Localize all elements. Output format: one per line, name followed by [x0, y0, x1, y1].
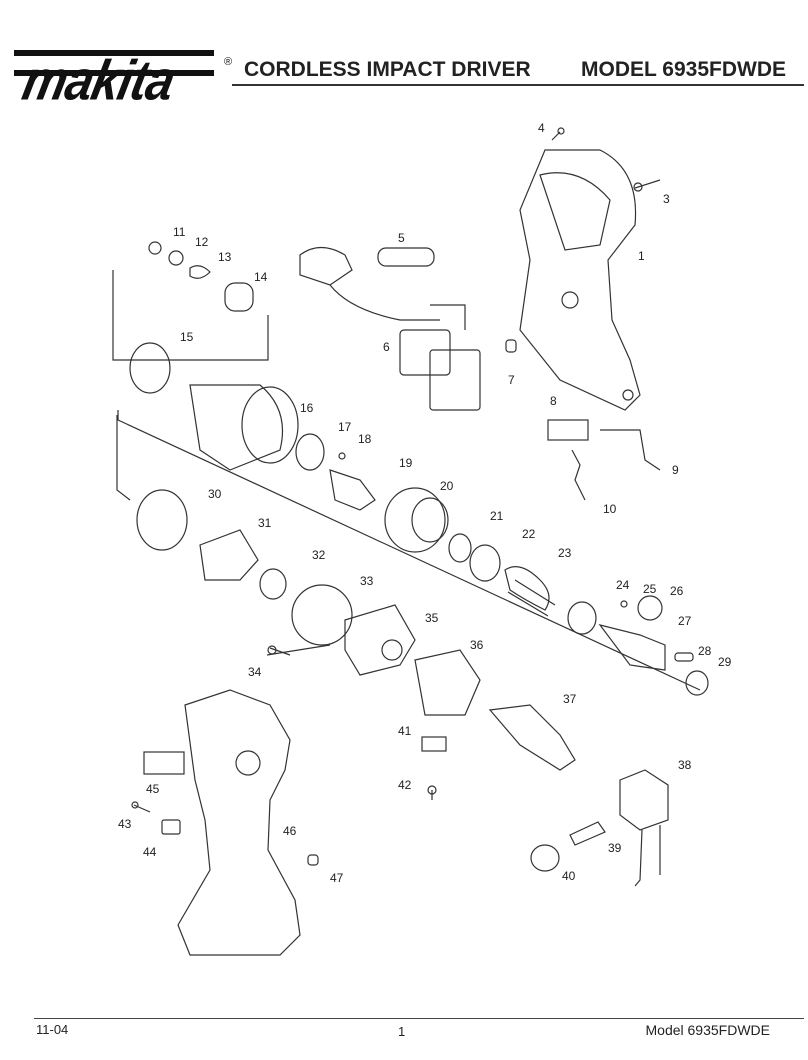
part-label-21: 21 — [490, 509, 504, 523]
part-label-29: 29 — [718, 655, 732, 669]
part-label-24: 24 — [616, 578, 630, 592]
part-label-13: 13 — [218, 250, 232, 264]
part-label-45: 45 — [146, 782, 160, 796]
part-label-34: 34 — [248, 665, 262, 679]
part-label-27: 27 — [678, 614, 692, 628]
makita-logo-mark — [14, 50, 214, 76]
part-40-shape — [530, 844, 560, 872]
part-label-14: 14 — [254, 270, 268, 284]
part-label-1: 1 — [638, 249, 645, 263]
part-label-18: 18 — [358, 432, 372, 446]
part-label-46: 46 — [283, 824, 297, 838]
part-label-10: 10 — [603, 502, 617, 516]
part-label-25: 25 — [643, 582, 657, 596]
part-label-38: 38 — [678, 758, 692, 772]
part-label-26: 26 — [670, 584, 684, 598]
part-36-shape — [414, 649, 481, 716]
part-label-19: 19 — [399, 456, 413, 470]
part-27-shape — [598, 624, 666, 671]
part-label-36: 36 — [470, 638, 484, 652]
footer-date: 11-04 — [36, 1022, 69, 1037]
part-20-shape — [384, 487, 446, 553]
registered-mark: ® — [224, 56, 233, 68]
part-label-9: 9 — [672, 463, 679, 477]
makita-logo: makita ® — [14, 28, 232, 112]
part-label-3: 3 — [663, 192, 670, 206]
part-15-shape — [129, 342, 171, 394]
part-label-8: 8 — [550, 394, 557, 408]
part-label-37: 37 — [563, 692, 577, 706]
part-label-17: 17 — [338, 420, 352, 434]
model-number: MODEL 6935FDWDE — [581, 58, 786, 81]
part-label-7: 7 — [508, 373, 515, 387]
part-30-shape — [136, 489, 188, 551]
part-label-31: 31 — [258, 516, 272, 530]
part-label-20: 20 — [440, 479, 454, 493]
housing-left-shape — [177, 689, 301, 956]
part-label-28: 28 — [698, 644, 712, 658]
part-31-shape — [199, 529, 259, 581]
part-37-shape — [488, 704, 576, 771]
part-label-35: 35 — [425, 611, 439, 625]
part-label-22: 22 — [522, 527, 536, 541]
part-label-47: 47 — [330, 871, 344, 885]
part-label-33: 33 — [360, 574, 374, 588]
footer-divider — [34, 1018, 804, 1019]
part-label-11: 11 — [173, 225, 186, 239]
part-45-shape — [143, 751, 185, 775]
part-label-12: 12 — [195, 235, 209, 249]
housing-right-shape — [519, 149, 641, 411]
footer-page-number: 1 — [398, 1024, 406, 1039]
part-label-6: 6 — [383, 340, 390, 354]
part-label-5: 5 — [398, 231, 405, 245]
part-41-shape — [421, 736, 447, 752]
part-35-shape — [344, 604, 416, 676]
part-6-shape — [399, 329, 451, 376]
header-divider — [232, 84, 804, 86]
part-label-41: 41 — [398, 724, 412, 738]
footer-model: Model 6935FDWDE — [645, 1022, 771, 1038]
part-8-shape — [547, 419, 589, 441]
part-33-shape — [291, 584, 353, 646]
part-16-shape — [189, 384, 284, 471]
part-label-40: 40 — [562, 869, 576, 883]
part-label-23: 23 — [558, 546, 572, 560]
part-label-42: 42 — [398, 778, 412, 792]
part-label-39: 39 — [608, 841, 622, 855]
part-32-shape — [259, 568, 287, 600]
part-label-30: 30 — [208, 487, 222, 501]
part-label-32: 32 — [312, 548, 326, 562]
part-label-44: 44 — [143, 845, 157, 859]
part-label-43: 43 — [118, 817, 132, 831]
part-38-shape — [619, 769, 669, 831]
part-14-shape — [224, 282, 254, 312]
part-label-4: 4 — [538, 121, 545, 135]
exploded-view-diagram: 1 3 4 5 6 7 8 9 10 11 12 13 14 15 16 17 … — [112, 121, 732, 956]
part-5-shape — [377, 247, 435, 267]
page-title: CORDLESS IMPACT DRIVER — [244, 58, 531, 81]
part-label-16: 16 — [300, 401, 314, 415]
part-label-15: 15 — [180, 330, 194, 344]
